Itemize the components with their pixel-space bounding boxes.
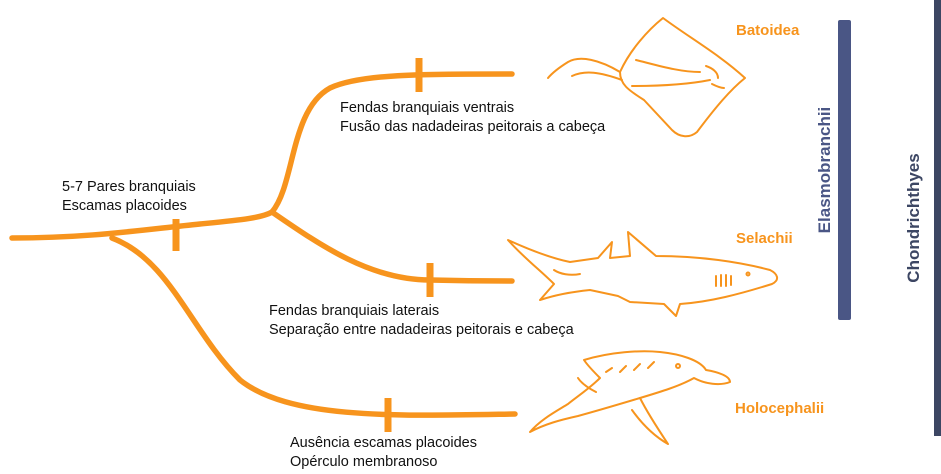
note-holocephalii-branch: Ausência escamas placoides Opérculo memb… xyxy=(290,434,477,472)
note-line: Escamas placoides xyxy=(62,197,196,216)
branch-selachii xyxy=(272,212,512,281)
taxon-batoidea: Batoidea xyxy=(736,22,799,39)
note-line: Fendas branquiais ventrais xyxy=(340,99,605,118)
group-label-elasmobranchii: Elasmobranchii xyxy=(815,100,835,240)
branch-batoidea xyxy=(272,74,512,212)
chondrichthyes-bar xyxy=(934,0,941,436)
note-batoidea-branch: Fendas branquiais ventrais Fusão das nad… xyxy=(340,99,605,137)
note-line: Separação entre nadadeiras peitorais e c… xyxy=(269,321,574,340)
note-root: 5-7 Pares branquiais Escamas placoides xyxy=(62,178,196,216)
note-selachii-branch: Fendas branquiais laterais Separação ent… xyxy=(269,302,574,340)
note-line: Fusão das nadadeiras peitorais a cabeça xyxy=(340,118,605,137)
taxon-selachii: Selachii xyxy=(736,230,793,247)
group-label-chondrichthyes: Chondrichthyes xyxy=(904,148,924,288)
note-line: 5-7 Pares branquiais xyxy=(62,178,196,197)
note-line: Fendas branquiais laterais xyxy=(269,302,574,321)
note-line: Ausência escamas placoides xyxy=(290,434,477,453)
elasmobranchii-bar xyxy=(838,20,851,320)
taxon-holocephalii: Holocephalii xyxy=(735,400,824,417)
note-line: Opérculo membranoso xyxy=(290,453,477,472)
chimaera-icon xyxy=(530,351,730,444)
